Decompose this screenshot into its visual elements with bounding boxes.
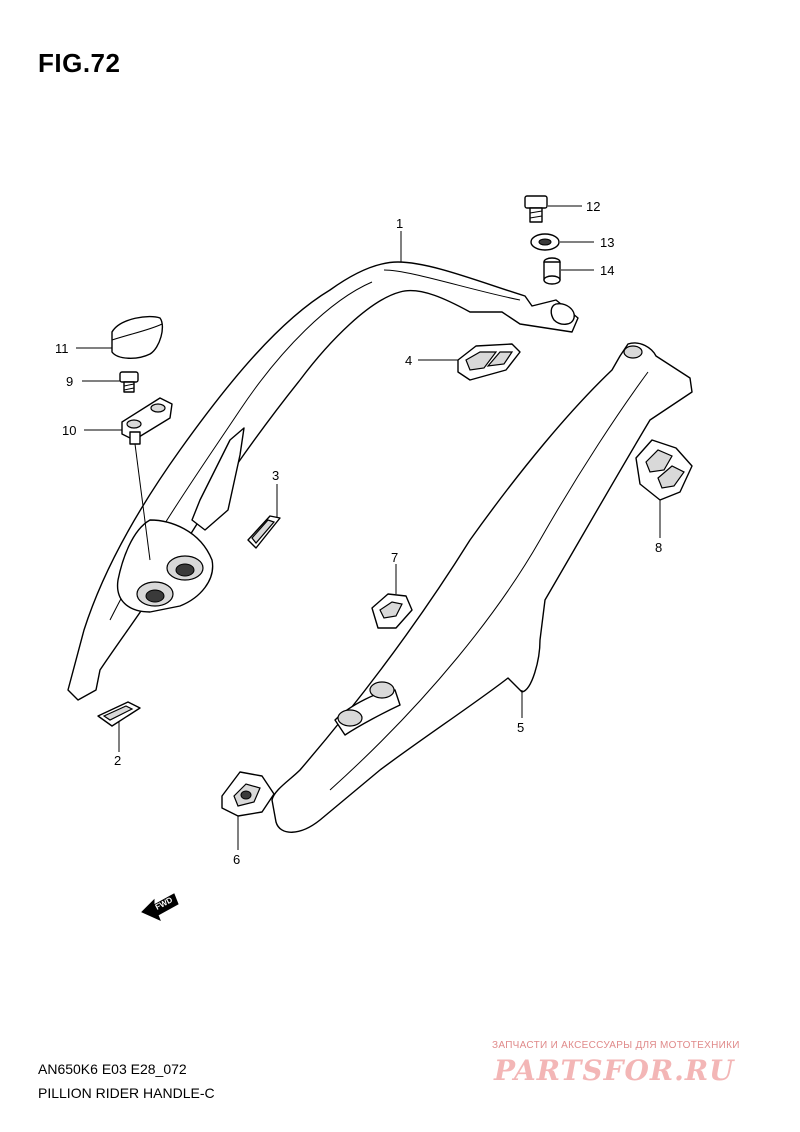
model-code: AN650K6 E03 E28_072 <box>38 1061 187 1077</box>
part-8-rubber <box>635 439 693 501</box>
callout-2: 2 <box>114 722 121 768</box>
watermark-logo: PARTSFOR.RU <box>494 1054 735 1087</box>
callout-3: 3 <box>272 468 279 518</box>
part-12-bolt <box>524 195 548 223</box>
part-10-nut-plate <box>121 397 173 445</box>
part-2-cushion <box>97 701 141 727</box>
fwd-arrow-icon: FWD <box>141 893 179 921</box>
callout-10: 10 <box>62 423 151 561</box>
svg-text:12: 12 <box>586 199 600 214</box>
svg-text:4: 4 <box>405 353 412 368</box>
svg-text:5: 5 <box>517 720 524 735</box>
part-6-rubber <box>221 771 275 817</box>
svg-text:6: 6 <box>233 852 240 867</box>
figure-caption: PILLION RIDER HANDLE-C <box>38 1085 215 1101</box>
figure-title: FIG.72 <box>38 48 121 78</box>
svg-text:7: 7 <box>391 550 398 565</box>
part-5-right-handle <box>271 342 693 833</box>
callout-11: 11 <box>55 341 112 356</box>
svg-text:14: 14 <box>600 263 614 278</box>
svg-text:3: 3 <box>272 468 279 483</box>
svg-text:8: 8 <box>655 540 662 555</box>
svg-text:10: 10 <box>62 423 76 438</box>
callout-6: 6 <box>233 816 240 867</box>
part-14-collar <box>543 257 561 285</box>
callout-8: 8 <box>655 500 662 555</box>
callout-13: 13 <box>560 235 614 250</box>
callout-1: 1 <box>396 216 403 262</box>
watermark-tagline: ЗАПЧАСТИ И АКСЕССУАРЫ ДЛЯ МОТОТЕХНИКИ <box>492 1040 740 1051</box>
callout-7: 7 <box>391 550 398 594</box>
svg-text:1: 1 <box>396 216 403 231</box>
callout-9: 9 <box>66 374 120 389</box>
part-1-left-handle <box>67 261 579 701</box>
part-7-rubber <box>371 593 413 629</box>
callout-5: 5 <box>517 690 524 735</box>
svg-text:2: 2 <box>114 753 121 768</box>
callout-12: 12 <box>548 199 600 214</box>
callout-4: 4 <box>405 353 458 368</box>
part-11-cap <box>111 315 164 359</box>
part-13-washer <box>530 233 560 251</box>
svg-text:11: 11 <box>55 341 69 356</box>
svg-text:13: 13 <box>600 235 614 250</box>
svg-text:9: 9 <box>66 374 73 389</box>
part-9-bolt <box>119 371 139 393</box>
callout-14: 14 <box>561 263 614 278</box>
part-4-rubber <box>457 343 521 381</box>
part-3-cushion <box>247 515 281 549</box>
